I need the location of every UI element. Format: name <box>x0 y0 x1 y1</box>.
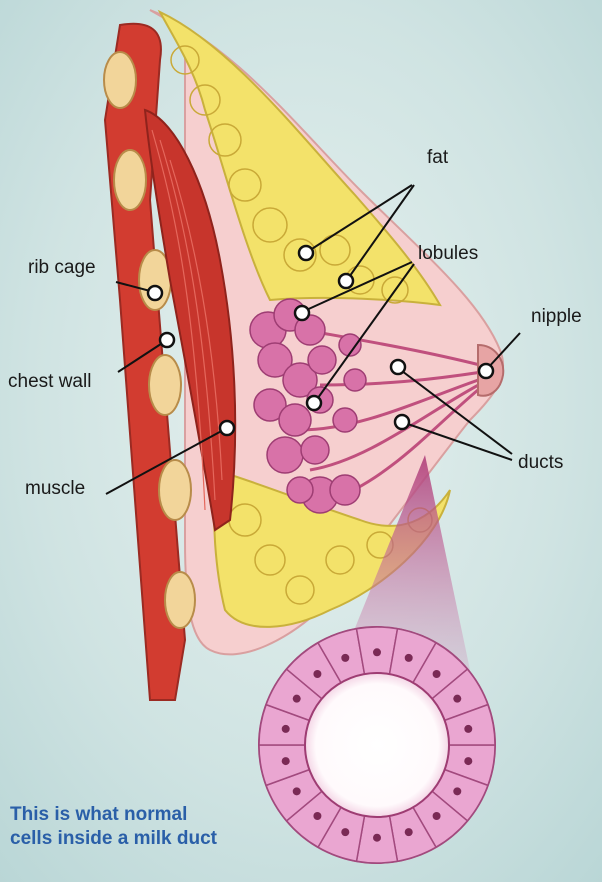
cell-nucleus <box>373 648 381 656</box>
label-chest-wall: chest wall <box>8 372 91 391</box>
label-lobules: lobules <box>418 244 478 263</box>
cell-nucleus <box>293 787 301 795</box>
cell-nucleus <box>313 670 321 678</box>
cell-nucleus <box>433 670 441 678</box>
cell-nucleus <box>453 787 461 795</box>
cell-nucleus <box>282 725 290 733</box>
cell-nucleus <box>405 654 413 662</box>
cell-nucleus <box>453 695 461 703</box>
caption-line-1: This is what normal <box>10 803 270 827</box>
cell-nucleus <box>282 757 290 765</box>
cell-nucleus <box>313 812 321 820</box>
caption-line-2: cells inside a milk duct <box>10 827 270 851</box>
duct-cross-section <box>259 627 495 863</box>
caption: This is what normal cells inside a milk … <box>10 803 270 851</box>
cell-nucleus <box>373 834 381 842</box>
label-ducts: ducts <box>518 453 563 472</box>
cell-nucleus <box>464 757 472 765</box>
label-muscle: muscle <box>25 479 85 498</box>
label-fat: fat <box>427 148 448 167</box>
cell-nucleus <box>341 654 349 662</box>
cell-nucleus <box>405 828 413 836</box>
cell-nucleus <box>293 695 301 703</box>
label-rib-cage: rib cage <box>28 258 96 277</box>
cell-nucleus <box>433 812 441 820</box>
cell-nucleus <box>464 725 472 733</box>
label-nipple: nipple <box>531 307 582 326</box>
cell-nucleus <box>341 828 349 836</box>
duct-lumen <box>305 673 449 817</box>
